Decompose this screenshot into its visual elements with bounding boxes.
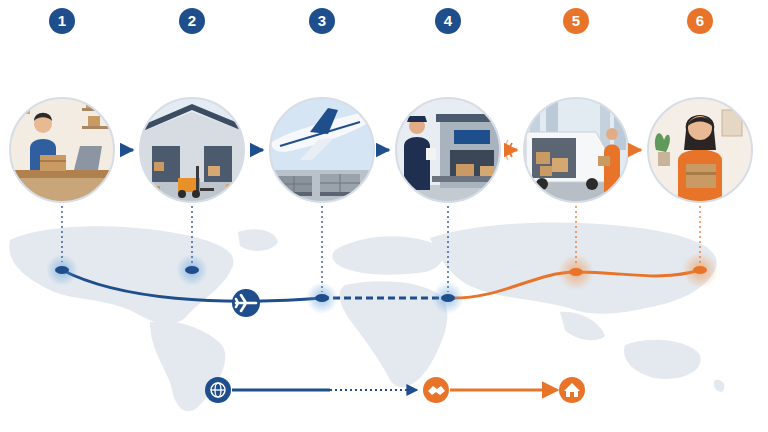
callout-number: 5: [563, 8, 589, 34]
flow-arrow: [121, 149, 133, 152]
process-step: 1: [6, 8, 118, 204]
customer-scene: [648, 90, 768, 220]
process-step: 4: [392, 8, 504, 204]
process-step: 3: [266, 8, 378, 204]
flow-arrow: [635, 149, 641, 152]
process-step: 2: [136, 8, 248, 204]
process-step: 5: [520, 8, 632, 204]
callout-number: 6: [687, 8, 713, 34]
seller-scene: [0, 90, 130, 220]
leader-lines: [62, 206, 700, 292]
flow-arrow: [507, 149, 517, 152]
callout-number: 1: [49, 8, 75, 34]
callout-number: 3: [309, 8, 335, 34]
shipping-route: [62, 270, 700, 301]
warehouse-scene: [130, 90, 260, 220]
callout-number: 2: [179, 8, 205, 34]
process-step: 6: [644, 8, 756, 204]
customs-scene: [390, 90, 520, 220]
delivery-scene: [520, 90, 650, 220]
flow-arrow: [251, 149, 263, 152]
stage-icons: [205, 377, 585, 403]
plane-icon: [232, 289, 260, 317]
world-map: [9, 223, 724, 412]
location-pins: [46, 252, 718, 314]
air-freight-scene: [260, 90, 390, 220]
flow-arrow: [381, 149, 389, 152]
callout-number: 4: [435, 8, 461, 34]
